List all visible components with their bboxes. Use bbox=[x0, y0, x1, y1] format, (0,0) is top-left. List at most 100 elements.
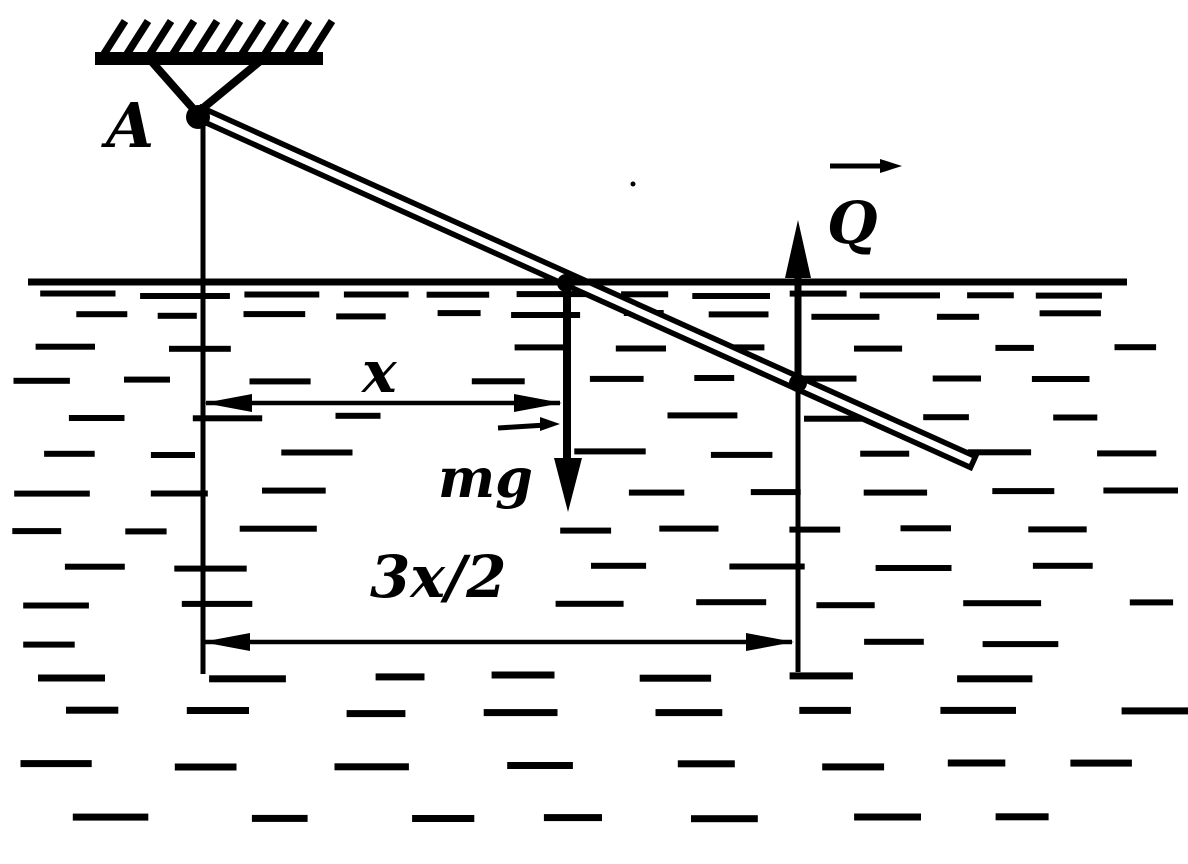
water-dash bbox=[1031, 376, 1090, 382]
water-dash bbox=[655, 709, 723, 717]
pivot-hinge-dot bbox=[186, 105, 210, 129]
water-dash bbox=[12, 528, 62, 535]
water-dash bbox=[13, 377, 70, 384]
water-dash bbox=[708, 311, 769, 318]
water-dash bbox=[691, 815, 758, 823]
distance-3x2-label: 3x/2 bbox=[370, 543, 506, 611]
water-dash bbox=[995, 344, 1034, 351]
pin-support-right-leg bbox=[194, 58, 262, 117]
water-dash bbox=[251, 814, 308, 822]
water-dash bbox=[992, 488, 1055, 495]
water-dash bbox=[967, 292, 1014, 299]
water-dash bbox=[169, 345, 231, 352]
water-dash bbox=[900, 525, 951, 532]
water-dash bbox=[799, 706, 851, 714]
water-dash bbox=[140, 293, 230, 299]
weight-arrowhead bbox=[554, 458, 582, 512]
rod bbox=[192, 103, 980, 472]
water-dash bbox=[667, 412, 738, 419]
water-dash bbox=[932, 375, 981, 382]
water-dash bbox=[822, 763, 885, 771]
water-dash bbox=[792, 375, 857, 382]
water-dash bbox=[789, 526, 841, 533]
ceiling-support bbox=[95, 18, 336, 129]
water-dash bbox=[1032, 562, 1093, 569]
water-dash bbox=[1053, 414, 1098, 421]
water-dash bbox=[262, 487, 326, 494]
water-dash bbox=[729, 563, 805, 570]
water-dash bbox=[334, 763, 409, 771]
dimension-3x2 bbox=[202, 633, 794, 651]
water-dash bbox=[336, 313, 386, 320]
weight-label: mg bbox=[438, 446, 533, 510]
water-dash bbox=[157, 312, 197, 319]
hatch-stroke bbox=[100, 18, 129, 57]
water-dash bbox=[854, 813, 921, 821]
water-dash bbox=[516, 291, 597, 298]
water-dash bbox=[437, 310, 481, 317]
water-dash bbox=[694, 375, 735, 381]
hatch-stroke bbox=[146, 18, 175, 57]
water-dash bbox=[811, 313, 880, 320]
water-dash bbox=[789, 290, 847, 297]
water-dash bbox=[174, 763, 237, 771]
water-dash bbox=[507, 762, 573, 769]
water-dash bbox=[209, 675, 286, 683]
hatch-stroke bbox=[169, 18, 198, 57]
buoyancy-force-arrow bbox=[785, 220, 811, 672]
water-dash bbox=[483, 709, 558, 717]
water-dash bbox=[750, 489, 801, 496]
water-dash bbox=[514, 344, 565, 351]
hatch-stroke bbox=[284, 18, 313, 57]
water-dash bbox=[1103, 487, 1178, 494]
water-dash bbox=[696, 599, 767, 606]
water-dash bbox=[346, 710, 406, 718]
water-dash bbox=[23, 602, 89, 609]
water-dash bbox=[150, 452, 195, 458]
hatch-stroke bbox=[307, 18, 336, 57]
scan-speck-dot bbox=[630, 181, 636, 187]
water-dash bbox=[1121, 707, 1188, 715]
water-dash bbox=[963, 600, 1042, 607]
water-dash bbox=[947, 759, 1006, 767]
water-dash bbox=[710, 451, 773, 458]
buoyancy-arrowhead bbox=[785, 220, 811, 278]
water-dash bbox=[23, 641, 75, 648]
water-dash bbox=[591, 562, 647, 569]
water-dash bbox=[426, 291, 490, 298]
water-dash bbox=[66, 706, 119, 714]
water-dash bbox=[543, 814, 602, 822]
water-dash bbox=[860, 450, 910, 457]
water-dash bbox=[186, 707, 249, 714]
dimension-3x2-left-arrowhead bbox=[202, 633, 250, 651]
water-dash bbox=[124, 376, 170, 383]
water-dash bbox=[40, 290, 116, 297]
water-dash bbox=[20, 760, 92, 768]
water-dash bbox=[692, 293, 770, 299]
water-dash bbox=[816, 602, 875, 609]
water-dash bbox=[181, 600, 253, 607]
q-vector-arrowhead bbox=[880, 159, 902, 173]
water-dash bbox=[923, 414, 969, 421]
water-dash bbox=[1097, 450, 1157, 457]
buoyancy-application-dot bbox=[789, 374, 807, 392]
water-dash bbox=[936, 313, 980, 320]
water-dash bbox=[243, 311, 306, 318]
water-dash bbox=[192, 415, 263, 422]
buoyancy-label: Q bbox=[827, 189, 878, 257]
water-dash bbox=[677, 760, 735, 768]
water-dash bbox=[639, 674, 712, 682]
hatch-stroke bbox=[261, 18, 290, 57]
water-dash bbox=[659, 525, 719, 532]
mg-vector-arrowhead bbox=[540, 417, 560, 431]
water-dash bbox=[64, 563, 125, 570]
water-dash bbox=[471, 378, 525, 385]
water-dash bbox=[555, 600, 624, 607]
water-dash bbox=[628, 489, 685, 496]
weight-force-arrow bbox=[554, 274, 582, 512]
water-dash bbox=[281, 449, 353, 456]
water-dash bbox=[1114, 344, 1157, 351]
water-dash bbox=[982, 641, 1059, 648]
